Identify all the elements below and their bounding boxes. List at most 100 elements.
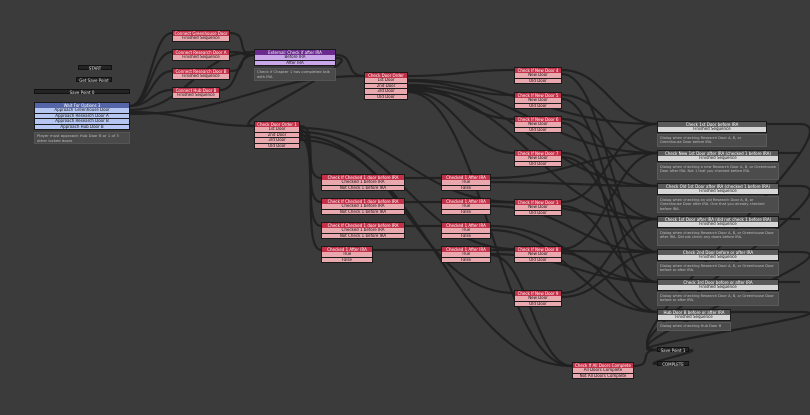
option-row[interactable]: Approach Research Door A: [34, 113, 130, 120]
node-row[interactable]: Old Door: [514, 301, 562, 308]
checked-after-ira-node[interactable]: Checked 1 After IRA True False: [441, 198, 491, 216]
node-row[interactable]: True: [321, 252, 373, 258]
node-row[interactable]: True: [441, 180, 491, 186]
save-point-end-node[interactable]: Save Point 1: [657, 347, 689, 353]
checked-after-ira-node[interactable]: Checked 1 After IRA True False: [321, 246, 373, 264]
node-row[interactable]: False: [441, 185, 491, 192]
node-row[interactable]: Finished Sequence: [172, 74, 230, 80]
check-new-door-4-node[interactable]: Check If New Door 4 New Door Old Door: [514, 67, 562, 85]
check-new-door-5-node[interactable]: Check If New Door 5 New Door Old Door: [514, 92, 562, 110]
wire-connection: [407, 89, 515, 155]
node-row[interactable]: New Door: [514, 205, 562, 211]
checked-after-ira-node[interactable]: Checked 1 After IRA True False: [441, 246, 491, 264]
dialog-node[interactable]: Check New 1st Door after IRA (checked 1 …: [657, 150, 779, 162]
external-check-after-ira-node[interactable]: External: Check if after IRA Before IRA …: [254, 49, 336, 67]
node-row[interactable]: Finished Sequence: [172, 36, 230, 42]
node-row[interactable]: Not Check 1 before IRA: [321, 233, 405, 240]
node-row[interactable]: Not All Doors Complete: [572, 373, 634, 380]
dialog-node[interactable]: Check Old 1st Door after IRA (checked 1 …: [657, 183, 779, 195]
connect-research-door-a-node[interactable]: Connect Research Door A Finished Sequenc…: [172, 49, 230, 61]
dialog-node[interactable]: Check 2nd Door before or after IRA Finis…: [657, 249, 779, 261]
node-row[interactable]: New Door: [514, 252, 562, 258]
node-row[interactable]: Old Door: [514, 257, 562, 264]
node-row[interactable]: Old Door: [514, 127, 562, 134]
node-row[interactable]: 3rd Door: [254, 138, 300, 144]
node-row[interactable]: False: [441, 257, 491, 264]
node-row[interactable]: 2nd Door: [364, 83, 408, 90]
connect-hub-door-b-node[interactable]: Connect Hub Door B Finished Sequence: [172, 87, 220, 99]
check-checked-before-ira-node[interactable]: Check If Checked 1 door before IRA Check…: [321, 222, 405, 240]
wait-for-options-node[interactable]: Wait For Options 3 Approach Greenhouse D…: [34, 102, 130, 131]
node-row[interactable]: Old Door: [514, 161, 562, 168]
connect-greenhouse-door-node[interactable]: Connect Greenhouse Door Finished Sequenc…: [172, 30, 230, 42]
complete-node[interactable]: COMPLETE: [657, 361, 689, 367]
check-door-order-node[interactable]: Check Door Order 1st Door 2nd Door 3rd D…: [364, 72, 408, 101]
node-row[interactable]: New Door: [514, 296, 562, 302]
get-save-point-node[interactable]: Get Save Point: [76, 77, 112, 83]
node-row[interactable]: New Door: [514, 98, 562, 104]
node-row[interactable]: Old Door: [514, 210, 562, 217]
check-checked-before-ira-node[interactable]: Check If Checked 1 door before IRA Check…: [321, 198, 405, 216]
option-row[interactable]: Approach Greenhouse Door: [34, 108, 130, 114]
node-row[interactable]: New Door: [514, 73, 562, 79]
node-row[interactable]: Finished Sequence: [657, 285, 779, 291]
dialog-node[interactable]: Hub Door B before or after IRA Finished …: [657, 309, 731, 321]
checked-after-ira-node[interactable]: Checked 1 After IRA True False: [441, 222, 491, 240]
node-title: Hub Door B before or after IRA: [657, 309, 731, 315]
node-row[interactable]: Old Door: [364, 94, 408, 101]
node-row[interactable]: 2nd Door: [254, 132, 300, 139]
node-row[interactable]: 3rd Door: [364, 89, 408, 95]
connect-research-door-b-node[interactable]: Connect Research Door B Finished Sequenc…: [172, 68, 230, 80]
node-row[interactable]: New Door: [514, 156, 562, 162]
node-row[interactable]: Old Door: [514, 78, 562, 85]
check-new-door-1-node[interactable]: Check If New Door 1 New Door Old Door: [514, 199, 562, 217]
node-row[interactable]: All Doors Complete: [572, 368, 634, 374]
node-row[interactable]: Finished Sequence: [657, 156, 779, 162]
node-row[interactable]: False: [321, 257, 373, 264]
node-row[interactable]: Checked 1 before IRA: [321, 180, 405, 186]
node-row[interactable]: 1st Door: [364, 78, 408, 84]
node-row[interactable]: Finished Sequence: [657, 189, 779, 195]
check-new-door-7-node[interactable]: Check If New Door 7 New Door Old Door: [514, 150, 562, 168]
node-row[interactable]: Not Check 1 before IRA: [321, 209, 405, 216]
option-row[interactable]: Approach Hub Door B: [34, 124, 130, 131]
check-all-doors-complete-node[interactable]: Check If All Doors Complete All Doors Co…: [572, 362, 634, 380]
start-node[interactable]: START: [78, 65, 112, 71]
node-row[interactable]: Before IRA: [254, 55, 336, 61]
node-row[interactable]: True: [441, 228, 491, 234]
node-row[interactable]: Not Check 1 before IRA: [321, 185, 405, 192]
node-row[interactable]: Finished Sequence: [657, 127, 767, 133]
node-row[interactable]: Finished Sequence: [657, 222, 779, 228]
check-checked-before-ira-node[interactable]: Check If Checked 1 door before IRA Check…: [321, 174, 405, 192]
node-row[interactable]: 1st Door: [254, 127, 300, 133]
node-row[interactable]: Finished Sequence: [657, 255, 779, 261]
node-row[interactable]: New Door: [514, 122, 562, 128]
dialog-node[interactable]: Check 3rd Door before or after IRA Finis…: [657, 279, 779, 291]
node-row[interactable]: Finished Sequence: [172, 55, 230, 61]
node-row[interactable]: Old Door: [514, 103, 562, 110]
node-row[interactable]: Finished Sequence: [172, 93, 220, 99]
node-row[interactable]: Old Door: [254, 143, 300, 150]
save-point-node[interactable]: Save Point 0: [34, 89, 130, 95]
dialog-node[interactable]: Check 1st Door after IRA (did not check …: [657, 216, 779, 228]
dialog-note: Dialog when checking Research Door A, B,…: [657, 229, 779, 246]
node-row[interactable]: True: [441, 252, 491, 258]
check-new-door-8-node[interactable]: Check If New Door 8 New Door Old Door: [514, 246, 562, 264]
node-row[interactable]: After IRA: [254, 60, 336, 67]
node-title: Check Door Order: [364, 72, 408, 78]
node-row[interactable]: False: [441, 233, 491, 240]
node-row[interactable]: False: [441, 209, 491, 216]
dialog-node[interactable]: Check 1st Door before IRA Finished Seque…: [657, 121, 767, 133]
checked-after-ira-node[interactable]: Checked 1 After IRA True False: [441, 174, 491, 192]
check-new-door-6-node[interactable]: Check If New Door 6 New Door Old Door: [514, 116, 562, 134]
option-row[interactable]: Approach Research Door B: [34, 119, 130, 125]
check-new-door-9-node[interactable]: Check If New Door 9 New Door Old Door: [514, 290, 562, 308]
check-door-order-1-node[interactable]: Check Door Order 1 1st Door 2nd Door 3rd…: [254, 121, 300, 150]
comment-note: Player must approach Hub Door B or 1 of …: [34, 132, 130, 144]
wire-connection: [561, 97, 658, 284]
node-row[interactable]: Checked 1 before IRA: [321, 204, 405, 210]
node-row[interactable]: Checked 1 before IRA: [321, 228, 405, 234]
node-row[interactable]: True: [441, 204, 491, 210]
node-row[interactable]: Finished Sequence: [657, 315, 731, 321]
